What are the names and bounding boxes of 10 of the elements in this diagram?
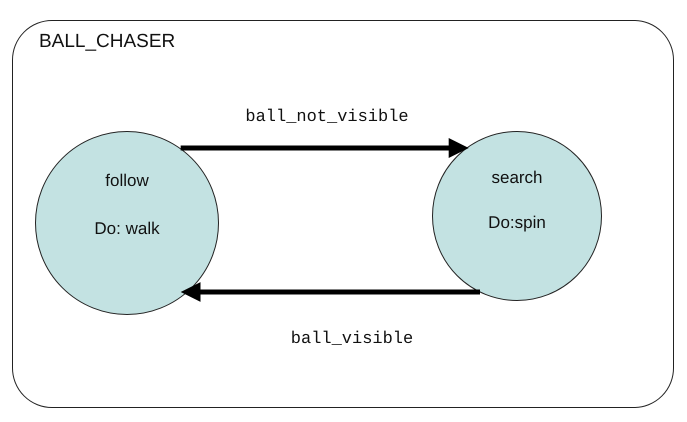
edge-label: ball_not_visible (245, 108, 409, 127)
transition-arrow (180, 282, 480, 302)
container-title: BALL_CHASER (39, 31, 176, 53)
edge-label: ball_visible (290, 330, 414, 349)
state-action: Do:spin (487, 212, 547, 233)
state-container (12, 20, 674, 408)
state-name: follow (104, 170, 150, 191)
state-action: Do: walk (93, 219, 161, 240)
transition-arrow (180, 138, 469, 158)
state-name: search (490, 168, 544, 188)
